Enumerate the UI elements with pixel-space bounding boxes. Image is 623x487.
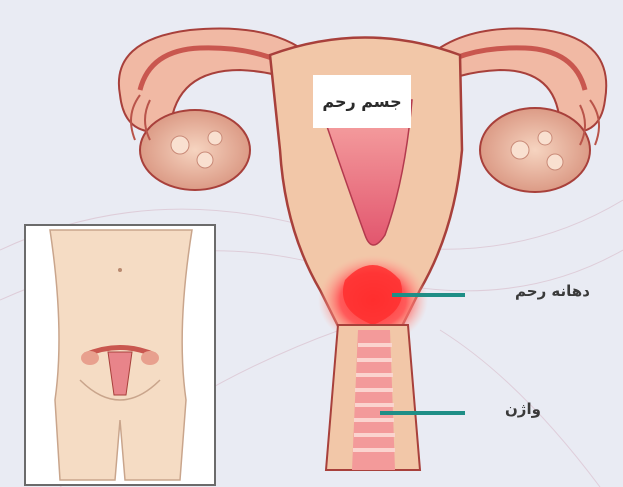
right-ovary [480, 108, 590, 192]
left-ovary [140, 110, 250, 190]
cervix-label: دهانه رحم [515, 282, 590, 300]
vagina-label: واژن [505, 400, 541, 418]
body-inset [25, 225, 215, 485]
uterus-body-label: جسم رحم [313, 75, 411, 128]
